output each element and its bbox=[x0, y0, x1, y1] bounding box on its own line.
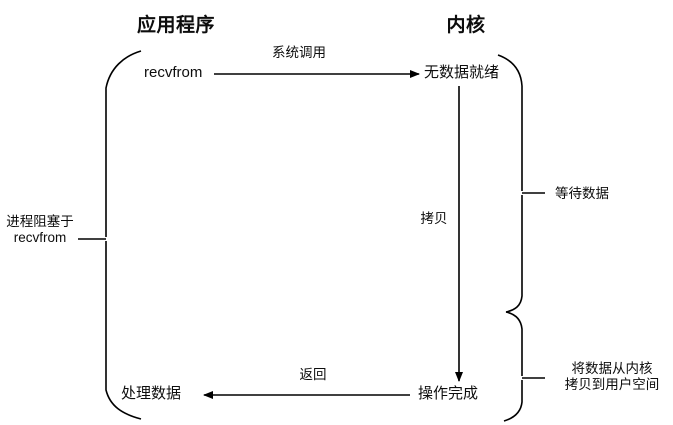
annotation-copy-to-userspace-line2: 拷贝到用户空间 bbox=[564, 377, 660, 393]
annotation-process-blocked: 进程阻塞于 recvfrom bbox=[6, 214, 74, 247]
node-no-data-ready: 无数据就绪 bbox=[424, 64, 500, 81]
edge-label-return: 返回 bbox=[299, 367, 327, 382]
node-recvfrom: recvfrom bbox=[144, 64, 203, 81]
annotation-waiting-for-data: 等待数据 bbox=[555, 186, 609, 201]
right-brace-wait-lower bbox=[505, 195, 523, 313]
annotation-process-blocked-line1: 进程阻塞于 bbox=[6, 214, 74, 229]
edge-label-copy: 拷贝 bbox=[420, 211, 448, 226]
annotation-copy-to-userspace-line1: 将数据从内核 bbox=[571, 361, 653, 376]
annotation-process-blocked-line2: recvfrom bbox=[13, 230, 67, 246]
node-process-data: 处理数据 bbox=[121, 385, 182, 402]
left-brace-upper bbox=[105, 50, 142, 237]
column-heading-kernel: 内核 bbox=[446, 15, 486, 36]
edge-label-system-call: 系统调用 bbox=[272, 45, 326, 60]
column-heading-application: 应用程序 bbox=[136, 15, 216, 36]
right-brace-copy-upper bbox=[505, 311, 523, 376]
annotation-copy-to-userspace: 将数据从内核 拷贝到用户空间 bbox=[565, 361, 660, 394]
right-brace-wait-upper bbox=[497, 54, 523, 191]
node-operation-complete: 操作完成 bbox=[418, 385, 479, 402]
left-brace-lower bbox=[105, 241, 142, 420]
right-brace-copy-lower bbox=[503, 380, 523, 422]
